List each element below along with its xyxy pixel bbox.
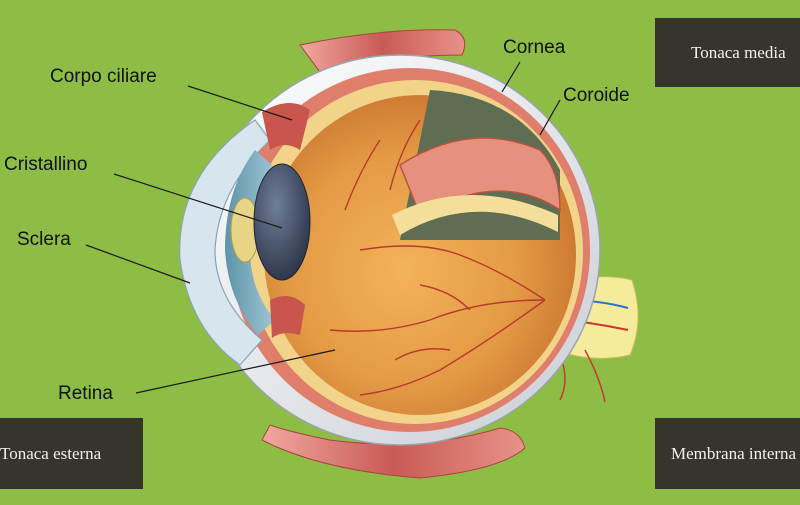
label-cristallino: Cristallino (4, 154, 88, 175)
box-membrana-interna-text: Membrana interna (671, 443, 797, 463)
cutaway-flap (399, 137, 561, 217)
label-corpo-ciliare: Corpo ciliare (50, 66, 157, 87)
box-tonaca-media-text: Tonaca media (691, 42, 786, 62)
lower-muscle (261, 424, 526, 479)
label-sclera: Sclera (17, 229, 71, 250)
label-cornea: Cornea (503, 37, 566, 58)
label-retina: Retina (58, 383, 113, 404)
box-membrana-interna: Membrana interna (655, 418, 800, 489)
box-tonaca-esterna: Tonaca esterna (0, 418, 143, 489)
lens-shape (253, 163, 311, 281)
box-tonaca-esterna-text: Tonaca esterna (0, 443, 102, 463)
label-coroide: Coroide (563, 85, 630, 106)
box-tonaca-media: Tonaca media (655, 18, 800, 87)
